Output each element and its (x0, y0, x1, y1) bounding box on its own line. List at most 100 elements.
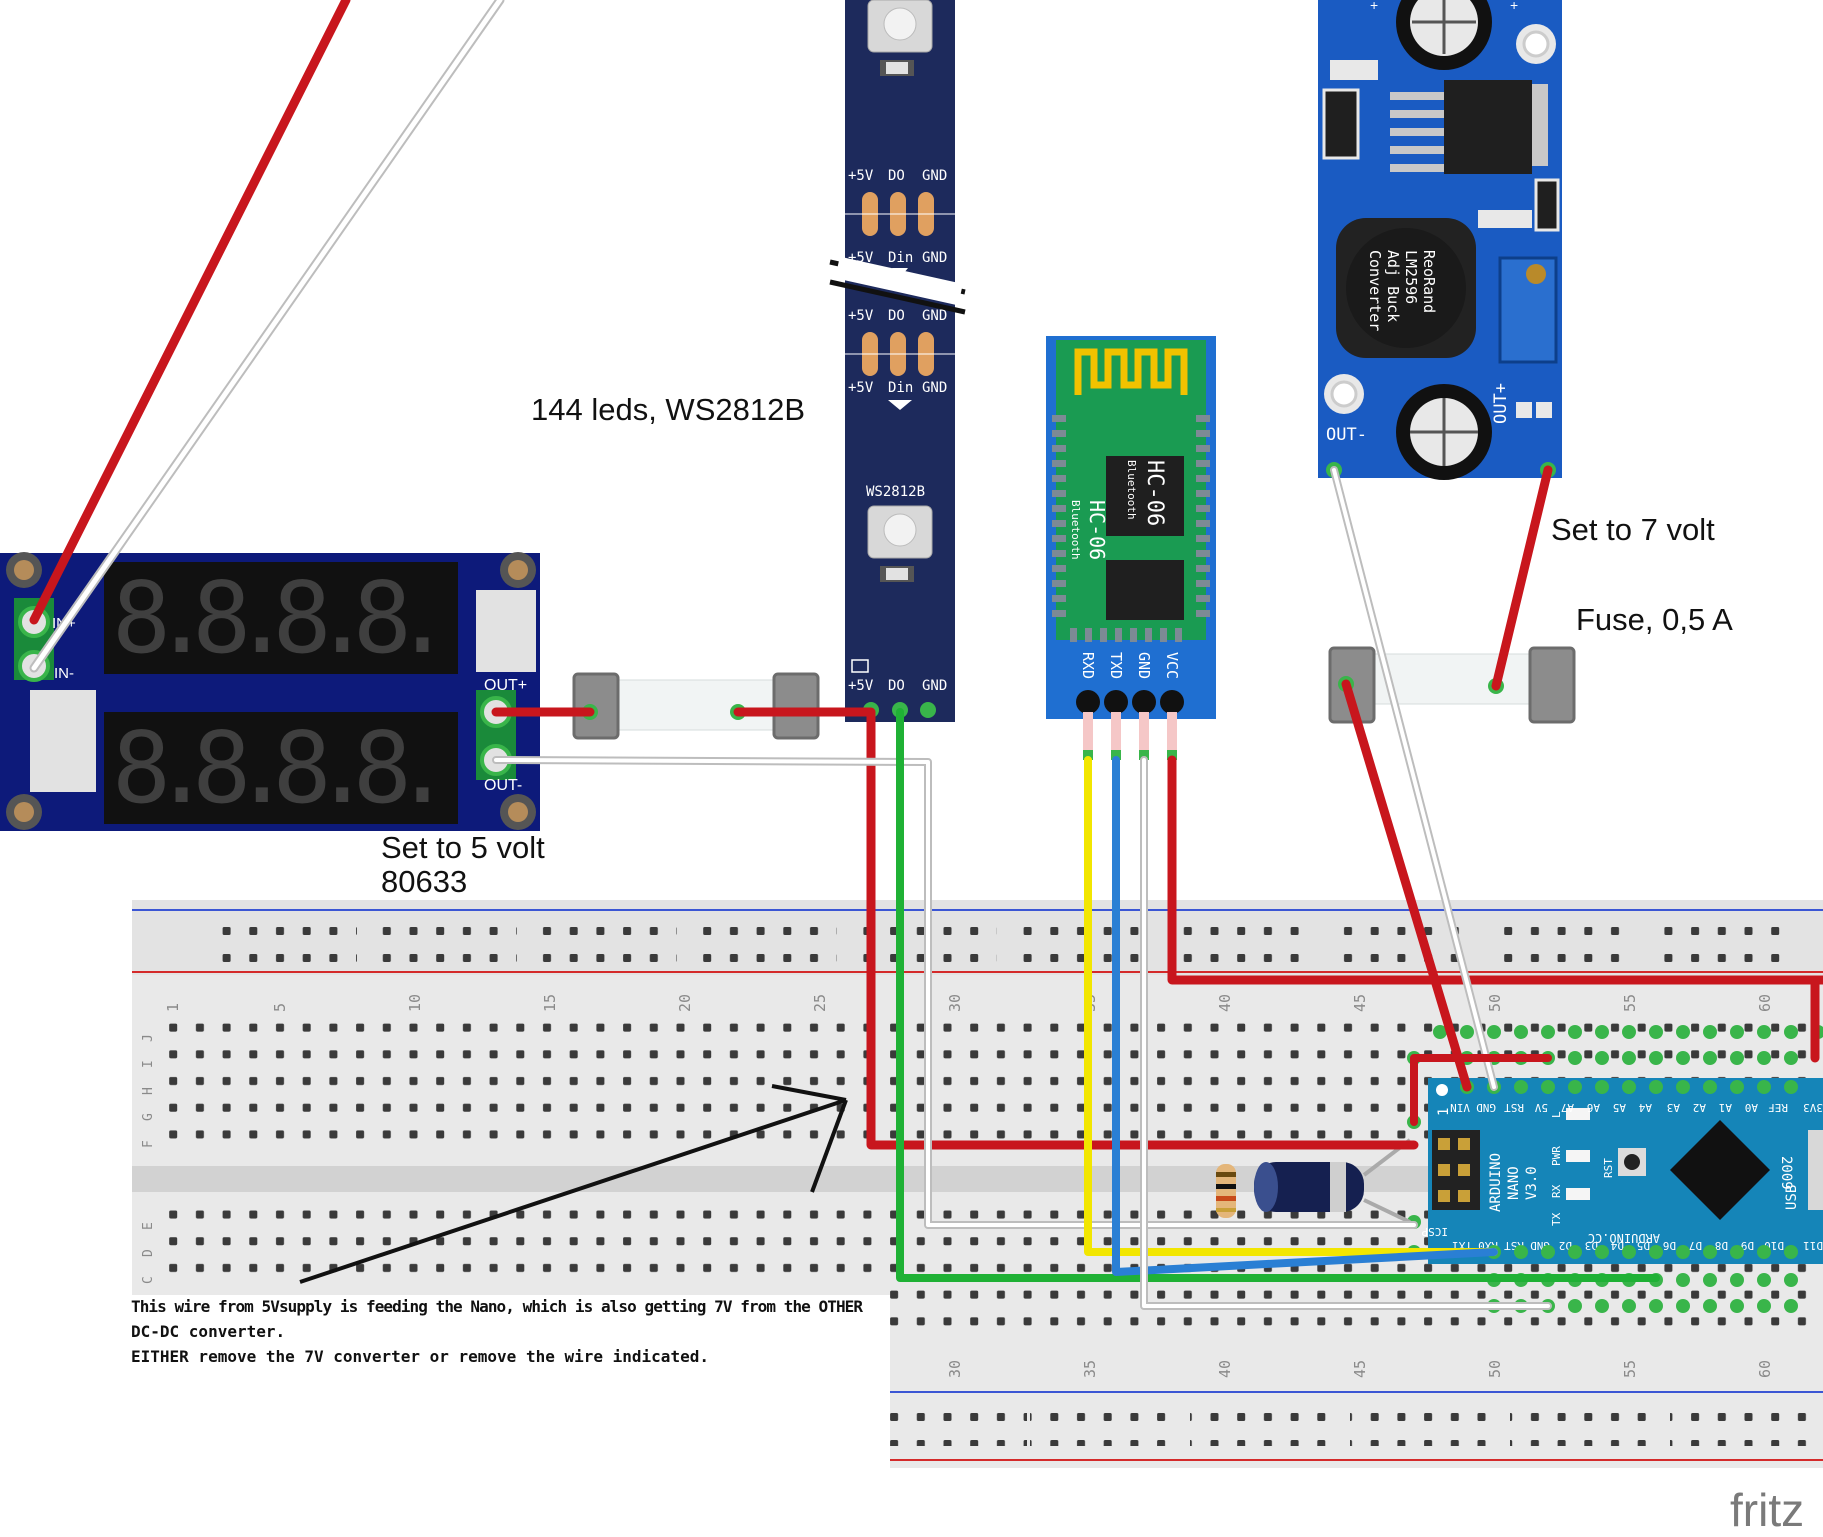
wire-input-red (29, 0, 351, 625)
strip-pad-label: +5V (848, 168, 874, 184)
buck-out-plus-label: OUT+ (1491, 383, 1511, 424)
nano-icsp: ICSP (1421, 1225, 1448, 1238)
nano-led-label: L (1550, 1111, 1563, 1118)
strip-pad-label: Din (888, 380, 913, 396)
column-numbers-bottom: 30 35 40 45 50 55 60 (946, 1360, 1774, 1378)
svg-text:+: + (1510, 0, 1518, 13)
nano-led-label: RX (1550, 1184, 1563, 1198)
nano-year: 2009 (1778, 1156, 1794, 1190)
bottom-rail-holes (890, 1400, 1807, 1446)
nano-title: ARDUINO (1488, 1153, 1504, 1212)
buck7-caption: Set to 7 volt (1551, 512, 1715, 547)
strip-pad-label: GND (922, 678, 947, 694)
terminal-strip-lower-right (890, 1290, 1823, 1342)
nano-bottom-pin: D6 (1663, 1239, 1676, 1252)
resistor-icon (1216, 1164, 1236, 1218)
nano-led-label: PWR (1550, 1146, 1563, 1166)
meter-out-minus-label: OUT- (484, 777, 522, 794)
hc06-pin-label: VCC (1163, 652, 1181, 679)
svg-text:+: + (1370, 0, 1378, 13)
strip-pad-label: DO (888, 308, 905, 324)
col-num: 40 (1216, 1360, 1234, 1378)
bluetooth-antenna-icon (1074, 348, 1188, 395)
hc06-chip-sublabel: Bluetooth (1125, 460, 1138, 520)
col-num: 60 (1756, 1360, 1774, 1378)
buck-text: Converter (1366, 250, 1384, 331)
warning-line-1: This wire from 5Vsupply is feeding the N… (131, 1297, 863, 1316)
fuse-left (572, 672, 820, 740)
col-num: 45 (1351, 994, 1369, 1012)
row-letter: I (141, 1060, 156, 1068)
arrow-icon (299, 1084, 848, 1284)
strip-pad-label: Din (888, 250, 913, 266)
strip-pad-label: GND (922, 168, 947, 184)
row-letter: G (141, 1113, 156, 1121)
hc06-pin-label: GND (1135, 652, 1153, 679)
nano-pin1-mark: 1 (1436, 1108, 1452, 1116)
wire-nano-rail (1410, 1054, 1552, 1126)
nano-version: V3.0 (1524, 1166, 1540, 1200)
breadboard-whitecut (132, 1295, 890, 1485)
col-num: 40 (1216, 994, 1234, 1012)
row-letters: J I H G F E D C (141, 1034, 156, 1284)
col-num: 55 (1621, 1360, 1639, 1378)
row-letter: F (141, 1140, 156, 1148)
nano-bottom-pin: D7 (1689, 1239, 1702, 1252)
buck-text: ReoRand (1420, 250, 1438, 313)
arduino-nano: ARDUINO NANO V3.0 ARDUINO.CC 2009 USB RS… (1407, 1025, 1823, 1313)
wire-fuse-to-vin (1341, 679, 1472, 1092)
nano-top-pin: A0 (1745, 1101, 1758, 1114)
nano-bottom-pin: D11 (1803, 1239, 1823, 1252)
nano-bottom-pin: D5 (1637, 1239, 1650, 1252)
col-num: 20 (676, 994, 694, 1012)
nano-top-pin: VIN (1450, 1101, 1470, 1114)
strip-pad-label: +5V (848, 678, 874, 694)
voltmeter-dcdc-module: 8.8.8.8. 8.8.8.8. IN+ IN- OUT+ OUT- (0, 552, 540, 831)
nano-mcu-chip (1670, 1120, 1770, 1220)
nano-bottom-pin: D2 (1559, 1239, 1572, 1252)
warning-line-3: EITHER remove the 7V converter or remove… (131, 1347, 709, 1366)
wire-bt-vcc (1167, 755, 1823, 985)
buck5-caption: Set to 5 volt (381, 830, 545, 865)
row-letter: E (141, 1222, 156, 1230)
wires (29, 0, 1823, 1310)
hc06-bluetooth-module: HC-06 Bluetooth HC-06 Bluetooth RXD TXD … (1046, 336, 1216, 760)
wire-7v-red (1491, 465, 1553, 691)
nano-top-pin: REF (1768, 1101, 1788, 1114)
fuse-right (1328, 646, 1576, 724)
fritzing-watermark: fritz (1730, 1484, 1804, 1536)
col-num: 60 (1756, 994, 1774, 1012)
nano-brand: ARDUINO.CC (1588, 1231, 1660, 1245)
nano-model: NANO (1506, 1166, 1522, 1200)
hc06-pin-label: RXD (1079, 652, 1097, 679)
led-strip: +5V DO GND +5V Din GND +5V DO GND +5V Di… (829, 0, 966, 722)
nano-top-pin: RST (1504, 1101, 1524, 1114)
nano-rst: RST (1602, 1158, 1615, 1178)
nano-led-label: TX (1550, 1212, 1563, 1226)
col-num: 15 (541, 994, 559, 1012)
meter-out-plus-label: OUT+ (484, 677, 527, 694)
strip-pad-label: DO (888, 678, 905, 694)
strip-pad-label: +5V (848, 380, 874, 396)
nano-top-pin: GND (1476, 1101, 1496, 1114)
col-num: 50 (1486, 994, 1504, 1012)
col-num: 50 (1486, 1360, 1504, 1378)
buck-text: Adj Buck (1384, 250, 1402, 322)
lm2596-buck-converter: + + ReoRand LM2596 Adj Buck Converter OU… (1318, 0, 1562, 480)
col-num: 25 (811, 994, 829, 1012)
hc06-chip-label: HC-06 (1142, 460, 1167, 526)
col-num: 30 (946, 1360, 964, 1378)
nano-top-pin: A3 (1667, 1101, 1680, 1114)
nano-top-pin: A4 (1638, 1101, 1652, 1114)
strip-caption: 144 leds, WS2812B (531, 392, 805, 427)
col-num: 5 (271, 1003, 289, 1012)
col-num: 45 (1351, 1360, 1369, 1378)
nano-top-pin: 5V (1534, 1101, 1548, 1114)
nano-bottom-pin: D4 (1610, 1239, 1624, 1252)
strip-pad-label: +5V (848, 308, 874, 324)
col-num: 55 (1621, 994, 1639, 1012)
nano-top-pin: A5 (1613, 1101, 1626, 1114)
nano-top-pin: A2 (1693, 1101, 1706, 1114)
col-num: 35 (1081, 1360, 1099, 1378)
strip-pad-label: GND (922, 308, 947, 324)
